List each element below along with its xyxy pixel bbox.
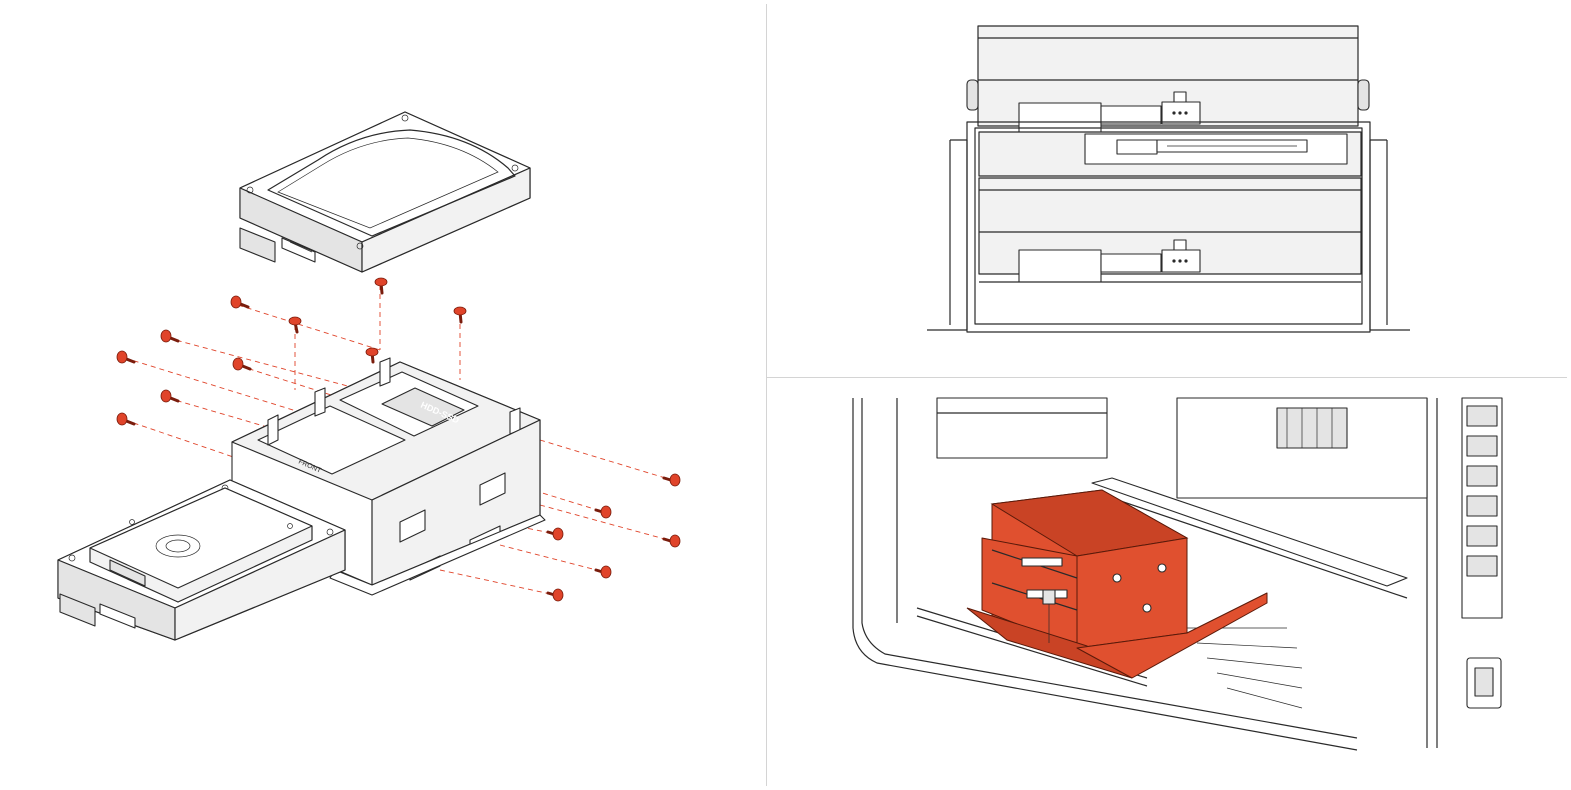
- ssd-drive: [89, 487, 313, 603]
- cage-frame-front: [927, 121, 1410, 333]
- screw-icon: [662, 534, 681, 548]
- screw-icon: [374, 277, 388, 295]
- exploded-view-drawing: HDD-SSD FRONT: [57, 111, 681, 641]
- screw-icon: [546, 588, 564, 602]
- screw-icon: [365, 347, 379, 364]
- mounting-screws: [116, 277, 681, 602]
- vent-slots: [1466, 405, 1498, 577]
- screw-icon: [453, 306, 467, 324]
- case-shell: [852, 397, 1503, 751]
- screw-icon: [232, 357, 252, 371]
- bottom-drive-front: [978, 177, 1362, 283]
- horizontal-divider: [767, 377, 1567, 378]
- installed-view-panel: [767, 378, 1571, 790]
- top-drive-front: [966, 25, 1370, 134]
- top-hard-drive: [239, 111, 531, 273]
- floor-grille: [1187, 627, 1303, 709]
- screw-icon: [546, 527, 564, 541]
- screw-icon: [288, 316, 302, 334]
- screw-icon: [116, 412, 136, 426]
- vertical-divider: [766, 4, 767, 786]
- motherboard-area: [936, 397, 1428, 499]
- middle-drive-front: [978, 131, 1362, 177]
- screw-icon: [116, 350, 136, 364]
- front-elevation-drawing: [927, 25, 1410, 333]
- highlighted-drive-cage: [966, 489, 1268, 679]
- installed-view-drawing: [852, 397, 1503, 751]
- screw-icon: [662, 473, 681, 487]
- front-elevation-panel: [767, 0, 1571, 376]
- screw-icon: [230, 295, 250, 309]
- exploded-view-panel: HDD-SSD FRONT: [0, 0, 765, 790]
- screw-icon: [594, 565, 612, 579]
- screw-icon: [160, 389, 180, 403]
- screw-icon: [160, 329, 180, 343]
- screw-icon: [594, 505, 612, 519]
